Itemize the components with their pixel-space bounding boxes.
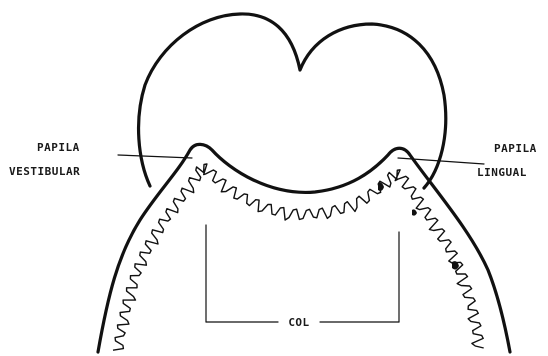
label-papila-lingual-1: PAPILA [494,142,537,155]
leader-line-vestibular [118,155,192,158]
label-col: COL [288,316,309,329]
tooth-crown-outline [139,14,446,188]
col-bracket [206,225,399,322]
epithelium-dark-marks [378,183,459,270]
label-papila-lingual-2: LINGUAL [477,166,527,179]
label-papila-vestibular-1: PAPILA [37,141,80,154]
label-papila-vestibular-2: VESTIBULAR [9,165,80,178]
